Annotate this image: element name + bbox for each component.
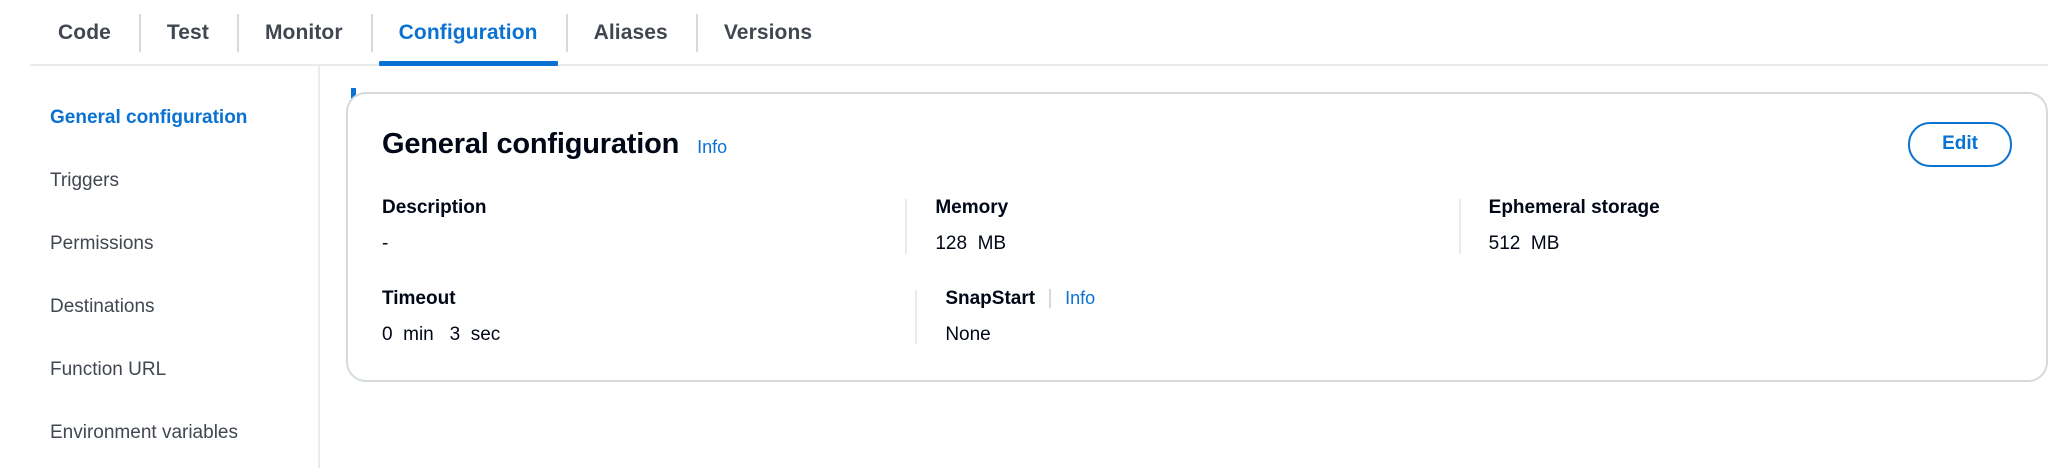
edit-button[interactable]: Edit [1908, 122, 2012, 167]
field-label-text: Timeout [382, 287, 456, 309]
field-label-text: Memory [935, 196, 1009, 218]
field-value: None [945, 323, 991, 345]
field-label: SnapStart Info [945, 288, 1454, 310]
field-label: Ephemeral storage [1489, 197, 1988, 219]
tab-label: Code [58, 21, 111, 44]
tab-aliases[interactable]: Aliases [565, 0, 696, 66]
field-label-text: Ephemeral storage [1488, 196, 1660, 218]
field-description: Description - [382, 197, 905, 256]
tab-code[interactable]: Code [30, 0, 139, 66]
sidebar-item-permissions[interactable]: Permissions [36, 222, 318, 265]
sidebar-item-label: General configuration [50, 107, 248, 128]
tab-bar: Code Test Monitor Configuration Aliases … [0, 0, 2048, 66]
main-panel: General configuration Info Edit Descript… [320, 66, 2048, 383]
sidebar-item-triggers[interactable]: Triggers [36, 159, 318, 202]
field-value: 512 MB [1488, 232, 1560, 254]
field-label-text: SnapStart [945, 287, 1036, 309]
sidebar-item-function-url[interactable]: Function URL [36, 348, 318, 391]
tab-versions[interactable]: Versions [695, 0, 840, 66]
field-timeout: Timeout 0 min 3 sec [382, 288, 915, 347]
field-label-text: Description [382, 196, 487, 218]
field-ephemeral-storage: Ephemeral storage 512 MB [1458, 197, 2012, 256]
field-empty [1479, 288, 2012, 347]
snapstart-info-link[interactable]: Info [1065, 288, 1096, 309]
field-label: Memory [935, 197, 1434, 219]
tab-monitor[interactable]: Monitor [236, 0, 371, 66]
sidebar-item-general-configuration[interactable]: General configuration [36, 88, 356, 147]
tab-configuration[interactable]: Configuration [370, 0, 566, 66]
field-row: Description - Memory 128 MB Ephemeral st… [382, 197, 2012, 256]
content-area: General configuration Triggers Permissio… [0, 66, 2048, 468]
tab-label: Aliases [593, 21, 668, 44]
general-configuration-card: General configuration Info Edit Descript… [346, 92, 2048, 383]
sidebar-item-label: Function URL [50, 359, 167, 380]
field-value: 0 min 3 sec [382, 323, 501, 345]
field-value: 128 MB [935, 232, 1007, 254]
sidebar-item-label: Permissions [50, 233, 154, 254]
label-separator [1049, 289, 1052, 309]
card-header: General configuration Info Edit [382, 122, 2012, 167]
field-value: - [382, 232, 389, 254]
tab-test[interactable]: Test [138, 0, 237, 66]
sidebar-item-environment-variables[interactable]: Environment variables [36, 411, 318, 454]
card-info-link[interactable]: Info [697, 136, 728, 157]
sidebar-item-label: Triggers [50, 170, 119, 191]
field-snapstart: SnapStart Info None [915, 288, 1478, 347]
tab-label: Monitor [264, 21, 343, 44]
configuration-sidebar: General configuration Triggers Permissio… [0, 66, 356, 468]
field-label: Description [382, 197, 881, 219]
field-row: Timeout 0 min 3 sec SnapStart Info None [382, 288, 2012, 347]
tab-label: Configuration [398, 21, 538, 44]
tab-label: Versions [723, 21, 813, 44]
page-title: General configuration [382, 127, 680, 160]
sidebar-item-label: Environment variables [50, 422, 238, 443]
tab-label: Test [166, 21, 209, 44]
sidebar-item-destinations[interactable]: Destinations [36, 285, 318, 328]
field-label: Timeout [382, 288, 891, 310]
sidebar-item-label: Destinations [50, 296, 155, 317]
field-memory: Memory 128 MB [905, 197, 1458, 256]
card-title-wrap: General configuration Info [382, 128, 727, 161]
